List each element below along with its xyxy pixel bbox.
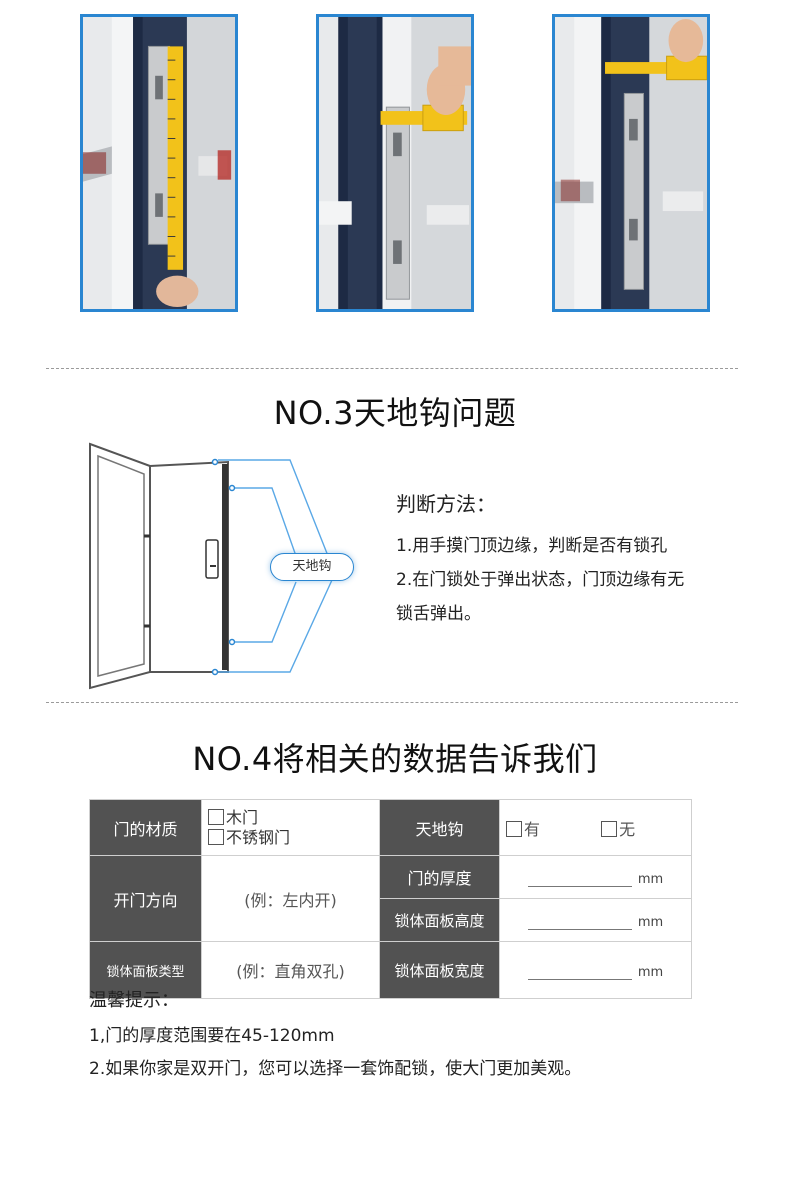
door-illustration [89,442,333,690]
panel-width-label: 锁体面板宽度 [379,941,500,999]
hook-options: 有 无 [499,799,692,856]
section-divider [46,702,738,703]
thickness-label: 门的厚度 [379,855,500,899]
door-info-form: 门的材质 木门 不锈钢门 天地钩 有 无 开门方向 (例：左内开) 门的厚度 m… [89,799,692,999]
input-underline [527,915,632,930]
hook-option-yes[interactable]: 有 [506,816,596,840]
unit-label: mm [637,871,664,887]
measure-hole-distance-photo [316,14,474,312]
door-diagram [84,436,384,696]
panel-type-label: 锁体面板类型 [89,941,202,999]
tips-section: 温馨提示： 1,门的厚度范围要在45-120mm 2.如果你家是双开门，您可以选… [89,986,769,1086]
photo-illustration [319,17,471,309]
option-label: 木门 [226,807,259,827]
photo-illustration [83,17,235,309]
option-label: 不锈钢门 [226,827,291,847]
material-option-wood[interactable]: 木门 [208,808,379,828]
material-label: 门的材质 [89,799,202,856]
checkbox[interactable] [601,820,618,837]
option-label: 无 [619,819,636,839]
photo-illustration [555,17,707,309]
section3-title: NO.3天地钩问题 [273,394,517,432]
tip-line: 1,门的厚度范围要在45-120mm [89,1026,335,1046]
checkbox[interactable] [208,828,224,845]
panel-type-input[interactable]: (例：直角双孔) [201,941,380,999]
section-divider [46,368,738,369]
direction-label: 开门方向 [89,855,202,942]
hook-label: 天地钩 [379,799,500,856]
panel-height-label: 锁体面板高度 [379,898,500,942]
tip-line: 2.如果你家是双开门，您可以选择一套饰配锁，使大门更加美观。 [89,1059,582,1079]
method-line: 2.在门锁处于弹出状态，门顶边缘有无 [396,570,685,590]
input-underline [527,965,632,980]
checkbox[interactable] [506,820,522,837]
input-underline [527,872,632,887]
hook-option-no[interactable]: 无 [601,820,635,839]
direction-input[interactable]: (例：左内开) [201,855,380,942]
option-label: 有 [524,819,541,839]
section4-title: NO.4将相关的数据告诉我们 [192,740,598,778]
method-line: 锁舌弹出。 [396,604,481,624]
method-title: 判断方法： [396,492,496,516]
panel-width-input[interactable]: mm [499,941,692,999]
unit-label: mm [637,964,664,980]
material-option-steel[interactable]: 不锈钢门 [208,828,379,848]
method-line: 1.用手摸门顶边缘，判断是否有锁孔 [396,536,668,556]
measure-panel-length-photo [80,14,238,312]
unit-label: mm [637,914,664,930]
judgment-method: 判断方法： 1.用手摸门顶边缘，判断是否有锁孔 2.在门锁处于弹出状态，门顶边缘… [396,488,776,631]
material-options: 木门 不锈钢门 [201,799,380,856]
measure-panel-width-photo [552,14,710,312]
thickness-input[interactable]: mm [499,855,692,899]
tips-title: 温馨提示： [89,990,179,1011]
checkbox[interactable] [208,808,224,825]
panel-height-input[interactable]: mm [499,898,692,942]
hook-callout-label: 天地钩 [270,553,354,581]
